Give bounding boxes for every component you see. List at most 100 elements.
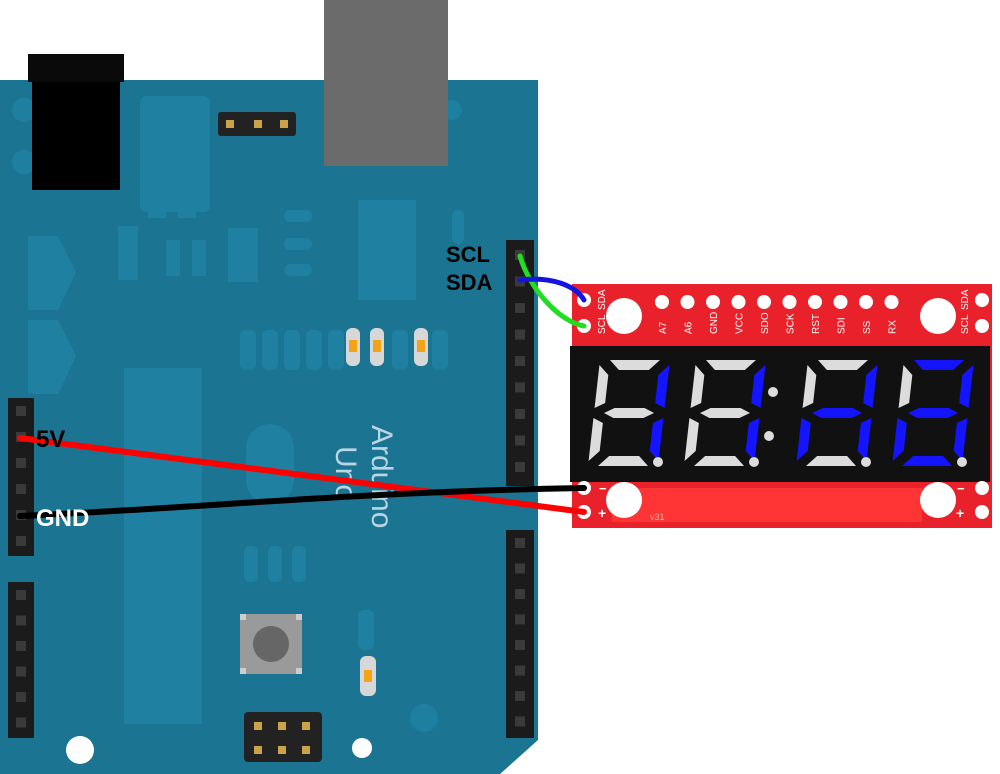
header-pin — [515, 614, 525, 625]
top-pin-label: SDO — [760, 312, 771, 334]
power-jack-top — [28, 54, 124, 82]
header-pin — [515, 329, 525, 340]
digit — [588, 360, 670, 467]
top-pin-label: SDI — [837, 317, 848, 334]
digit-segment — [902, 456, 952, 466]
header-pin — [515, 356, 525, 366]
digit-segment — [802, 365, 817, 408]
digit-segment — [588, 418, 603, 461]
header-pin — [515, 538, 525, 548]
wire-sda — [517, 276, 587, 303]
label-5v: 5V — [36, 426, 65, 453]
module-mount-hole — [920, 482, 956, 518]
module-mount-hole — [606, 298, 642, 334]
top-pad — [859, 295, 873, 309]
digit-segment — [806, 456, 856, 466]
digit-segment — [690, 365, 705, 408]
digit-segment — [598, 456, 648, 466]
digit-segment — [953, 418, 968, 461]
top-pad — [884, 295, 899, 309]
digit-segment — [857, 418, 872, 461]
header-pin — [16, 536, 26, 546]
top-pad — [782, 295, 797, 309]
top-pad — [833, 295, 848, 309]
header-pin — [515, 462, 525, 472]
digit-segment — [898, 365, 913, 408]
digit-segment — [655, 365, 670, 408]
digit — [684, 360, 766, 467]
mounting-hole — [352, 738, 372, 758]
header-pin — [515, 303, 525, 313]
wire-gnd — [17, 485, 587, 519]
bottom-right-minus-label: − — [957, 481, 965, 496]
usb-connector — [324, 0, 448, 166]
digit-segment — [908, 408, 958, 418]
top-pin-pads — [655, 295, 899, 309]
colon-dot — [768, 387, 778, 397]
digit-segment — [812, 408, 862, 418]
top-pin-label: RST — [811, 314, 822, 334]
display-bottom-strip — [612, 488, 922, 522]
colon-dot — [764, 431, 774, 441]
digital-header-bottom — [506, 530, 534, 738]
wires — [17, 253, 587, 519]
header-pin — [16, 590, 26, 600]
right-pad-sda — [975, 319, 989, 333]
label-sda: SDA — [446, 270, 493, 295]
digit-segment — [796, 418, 811, 461]
digit-segment — [694, 456, 744, 466]
decimal-point — [861, 457, 871, 467]
digit-segment — [594, 365, 609, 408]
board-name-line1: Arduino — [365, 425, 398, 528]
header-pin — [515, 589, 525, 599]
header-pin — [16, 615, 26, 626]
right-label-scl: SCL — [960, 314, 971, 334]
digit-segment — [604, 408, 654, 418]
top-pad — [655, 295, 669, 309]
digit — [892, 360, 974, 467]
digit-segment — [818, 360, 868, 370]
header-pin — [515, 409, 525, 419]
header-pin — [515, 382, 525, 393]
digit-segment — [700, 408, 750, 418]
wire-scl — [517, 253, 587, 329]
decimal-point — [957, 457, 967, 467]
top-pad — [706, 295, 720, 309]
header-pin — [16, 458, 26, 468]
top-pin-label: SS — [862, 320, 873, 334]
top-pin-label: A6 — [684, 321, 695, 334]
mounting-hole — [66, 736, 94, 764]
board-silk-circle — [12, 150, 36, 174]
header-pin — [16, 406, 26, 416]
seven-segment-digits — [588, 360, 974, 467]
digit-segment — [706, 360, 756, 370]
top-pad — [680, 295, 695, 309]
right-pad-minus — [975, 481, 989, 495]
icsp-header — [244, 712, 322, 762]
board-leds — [346, 328, 428, 696]
header-pin — [515, 640, 525, 650]
digit-segment — [863, 365, 878, 408]
top-pad — [731, 295, 746, 309]
analog-header — [8, 582, 34, 738]
power-header — [8, 398, 34, 556]
module-mount-hole — [606, 482, 642, 518]
top-pin-label: VCC — [735, 313, 746, 334]
top-pad — [757, 295, 771, 309]
digit-segment — [892, 418, 907, 461]
top-pin-label: GND — [709, 312, 720, 334]
top-pin-label: A7 — [658, 321, 669, 334]
header-pin — [16, 641, 26, 651]
left-label-sda: SDA — [597, 289, 608, 310]
version-label: v31 — [650, 512, 665, 522]
header-pin — [515, 665, 525, 676]
header-pin — [515, 691, 525, 701]
board-silk-circle — [12, 98, 36, 122]
reset-button — [240, 614, 302, 674]
board-name-line2: Uno — [329, 446, 362, 501]
digit-segment — [649, 418, 664, 461]
left-label-scl: SCL — [597, 314, 608, 334]
header-pin — [16, 666, 26, 677]
